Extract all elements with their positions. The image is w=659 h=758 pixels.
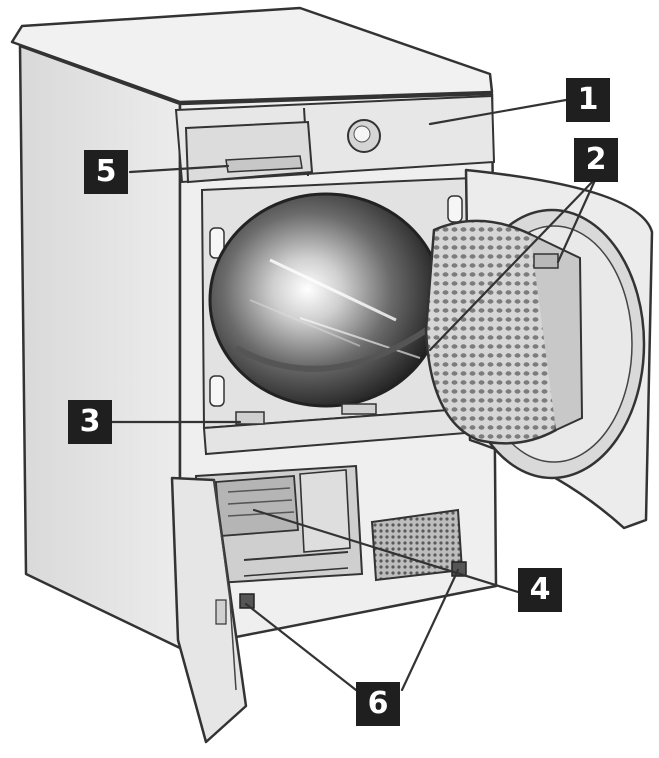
top-panel: [10, 6, 494, 104]
leader-1: [428, 98, 568, 126]
leader-6a: [244, 602, 358, 692]
leader-4: [252, 508, 520, 594]
drum: [208, 192, 444, 408]
fluff-filter: [424, 219, 560, 445]
callout-5: 5: [84, 150, 128, 194]
leader-6b: [400, 568, 460, 692]
leader-lines: [110, 98, 598, 692]
leader-5: [128, 164, 230, 174]
callout-4: 4: [518, 568, 562, 612]
left-side-panel: [18, 44, 182, 650]
fluff-filter-tab: [235, 411, 265, 425]
leader-2a: [428, 176, 598, 352]
water-container-drawer: [184, 120, 314, 184]
callout-6: 6: [356, 682, 400, 726]
callout-1: 1: [566, 78, 610, 122]
foot-left: [239, 593, 255, 609]
plinth-flap: [170, 476, 248, 744]
callout-2: 2: [574, 138, 618, 182]
leader-2b: [556, 176, 598, 264]
callout-3: 3: [68, 400, 112, 444]
